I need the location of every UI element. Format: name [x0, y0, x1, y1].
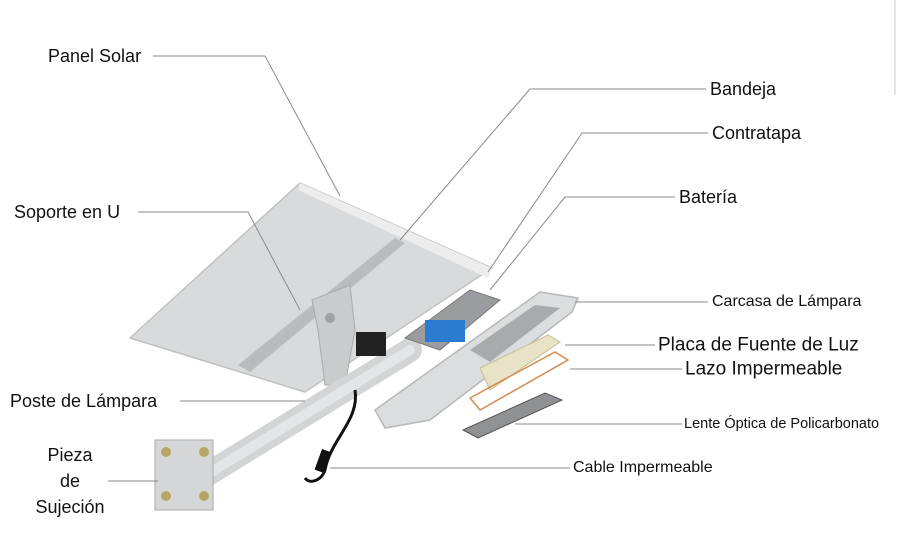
label-pieza-1: Pieza: [47, 445, 93, 465]
label-soporte-u: Soporte en U: [14, 202, 121, 222]
polycarbonate-lens: [461, 392, 564, 439]
leader-lines: [108, 55, 708, 482]
label-panel-solar: Panel Solar: [48, 46, 142, 66]
label-bateria: Batería: [679, 187, 738, 207]
label-pieza-2: de: [59, 471, 81, 491]
label-lazo: Lazo Impermeable: [685, 358, 843, 380]
waterproof-ring: [468, 351, 570, 411]
mounting-clamp: [154, 439, 214, 511]
label-poste: Poste de Lámpara: [10, 391, 158, 411]
label-contratapa: Contratapa: [712, 123, 802, 143]
solar-panel: [128, 182, 494, 393]
lamp-pole: [178, 338, 422, 497]
label-bandeja: Bandeja: [710, 79, 777, 99]
label-carcasa: Carcasa de Lámpara: [712, 293, 862, 310]
light-source-board: [479, 334, 561, 391]
label-cable: Cable Impermeable: [573, 459, 713, 476]
label-pieza-3: Sujeción: [35, 497, 105, 517]
battery: [425, 320, 465, 342]
lamp-housing: [374, 291, 580, 429]
label-placa: Placa de Fuente de Luz: [658, 334, 859, 356]
controller-box: [356, 332, 386, 356]
label-lente: Lente Óptica de Policarbonato: [684, 415, 880, 432]
